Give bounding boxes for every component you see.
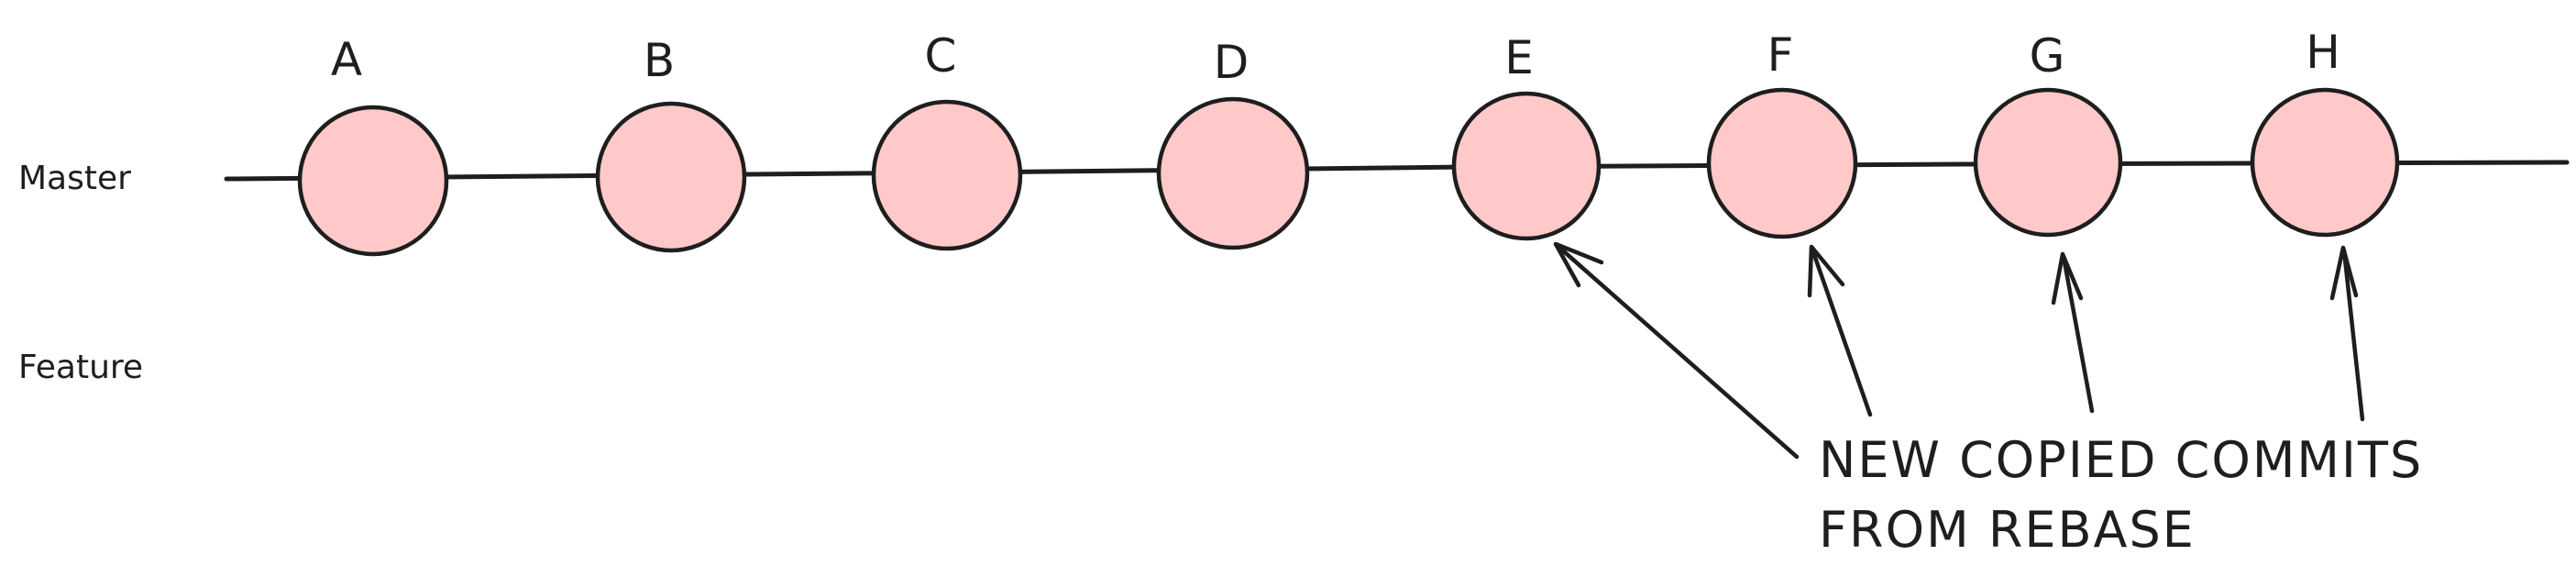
commit-circle bbox=[1973, 87, 2123, 238]
commit-circle bbox=[297, 105, 449, 257]
master-branch-line bbox=[224, 160, 2570, 182]
commit-label: G bbox=[2030, 29, 2065, 83]
arrow-to-commit-g bbox=[2051, 251, 2095, 414]
commit-node-g: G bbox=[1973, 29, 2123, 238]
commit-circle bbox=[871, 99, 1023, 251]
commit-node-c: C bbox=[871, 29, 1023, 251]
commit-node-d: D bbox=[1156, 36, 1310, 250]
annotation-line-2: FROM REBASE bbox=[1819, 501, 2196, 559]
commit-circle bbox=[2250, 87, 2400, 238]
commit-node-h: H bbox=[2250, 26, 2400, 238]
feature-branch-label: Feature bbox=[18, 349, 143, 386]
master-branch-label: Master bbox=[18, 160, 131, 197]
commit-node-f: F bbox=[1706, 28, 1858, 239]
commit-node-b: B bbox=[595, 34, 747, 253]
commit-label: B bbox=[644, 34, 675, 87]
arrow-to-commit-h bbox=[2329, 245, 2365, 422]
commit-label: F bbox=[1767, 28, 1794, 82]
commit-label: C bbox=[925, 29, 957, 83]
commit-label: H bbox=[2306, 26, 2340, 79]
arrow-to-commit-f bbox=[1807, 244, 1873, 417]
commit-node-a: A bbox=[297, 33, 449, 257]
commit-label: A bbox=[331, 33, 362, 86]
commit-circle bbox=[1706, 87, 1858, 239]
annotation-line-1: NEW COPIED COMMITS bbox=[1819, 431, 2423, 489]
commit-label: E bbox=[1504, 31, 1534, 84]
commit-label: D bbox=[1214, 36, 1249, 89]
arrow-to-commit-e bbox=[1553, 241, 1800, 460]
commit-circle bbox=[595, 101, 747, 253]
commit-circle bbox=[1156, 96, 1310, 250]
commit-node-e: E bbox=[1451, 31, 1602, 241]
commit-circle bbox=[1451, 91, 1602, 241]
